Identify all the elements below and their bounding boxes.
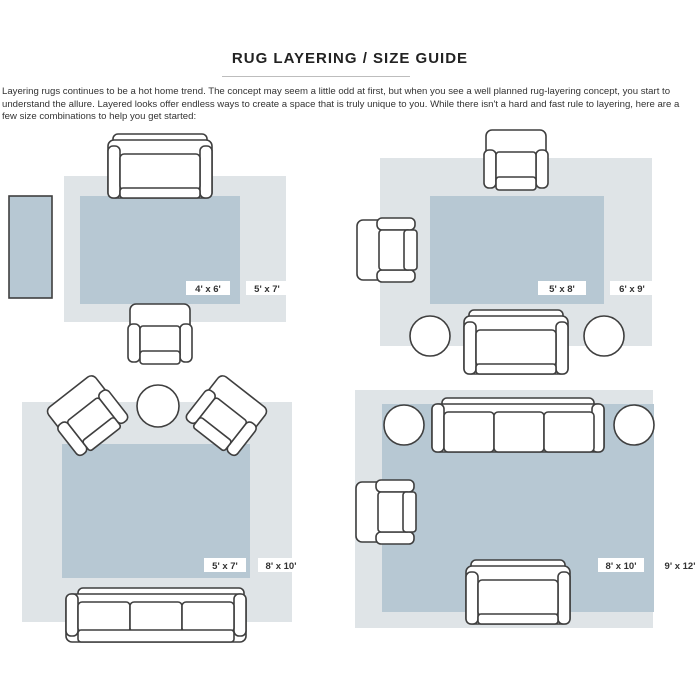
side-table-left bbox=[409, 315, 451, 357]
page-title: RUG LAYERING / SIZE GUIDE bbox=[231, 50, 469, 67]
layout-5x8-on-6x9: 5' x 8' 6' x 9' bbox=[356, 129, 654, 375]
sofa bbox=[465, 559, 571, 625]
armchair bbox=[127, 303, 193, 365]
armchair-left bbox=[356, 217, 418, 283]
side-table-left bbox=[383, 404, 425, 446]
sofa bbox=[65, 587, 247, 643]
intro-paragraph: Layering rugs continues to be a hot home… bbox=[2, 86, 680, 123]
layout-5x7-on-8x10: 5' x 7' 8' x 10' bbox=[22, 371, 304, 643]
outer-size-label-bg bbox=[258, 558, 304, 572]
side-table-right bbox=[583, 315, 625, 357]
inner-size-label: 5' x 7' bbox=[212, 561, 238, 572]
outer-size-label-bg bbox=[246, 281, 288, 295]
outer-size-label: 5' x 7' bbox=[254, 284, 280, 295]
sofa bbox=[107, 133, 213, 199]
inner-size-label: 5' x 8' bbox=[549, 284, 575, 295]
inner-size-label: 8' x 10' bbox=[606, 561, 637, 572]
side-table bbox=[136, 384, 180, 428]
side-table-right bbox=[613, 404, 655, 446]
title-divider bbox=[222, 76, 410, 77]
outer-size-label: 6' x 9' bbox=[619, 284, 645, 295]
outer-size-label: 8' x 10' bbox=[266, 561, 297, 572]
inner-rug bbox=[62, 444, 250, 578]
inner-size-label-bg bbox=[204, 558, 246, 572]
sofa bbox=[463, 309, 569, 375]
inner-size-label-bg bbox=[598, 558, 644, 572]
armchair-left bbox=[355, 479, 417, 545]
inner-size-label-bg bbox=[186, 281, 230, 295]
inner-size-label: 4' x 6' bbox=[195, 284, 221, 295]
outer-size-label: 9' x 12' bbox=[665, 561, 696, 572]
runner-rug bbox=[8, 195, 53, 299]
outer-size-label-bg bbox=[610, 281, 654, 295]
layout-4x6-on-5x7: 4' x 6' 5' x 7' bbox=[8, 133, 288, 365]
inner-size-label-bg bbox=[538, 281, 586, 295]
armchair-top bbox=[483, 129, 549, 191]
layout-8x10-on-9x12: 8' x 10' 9' x 12' bbox=[355, 390, 700, 628]
outer-size-label-bg bbox=[660, 558, 700, 572]
sofa-three-seat bbox=[431, 397, 605, 453]
